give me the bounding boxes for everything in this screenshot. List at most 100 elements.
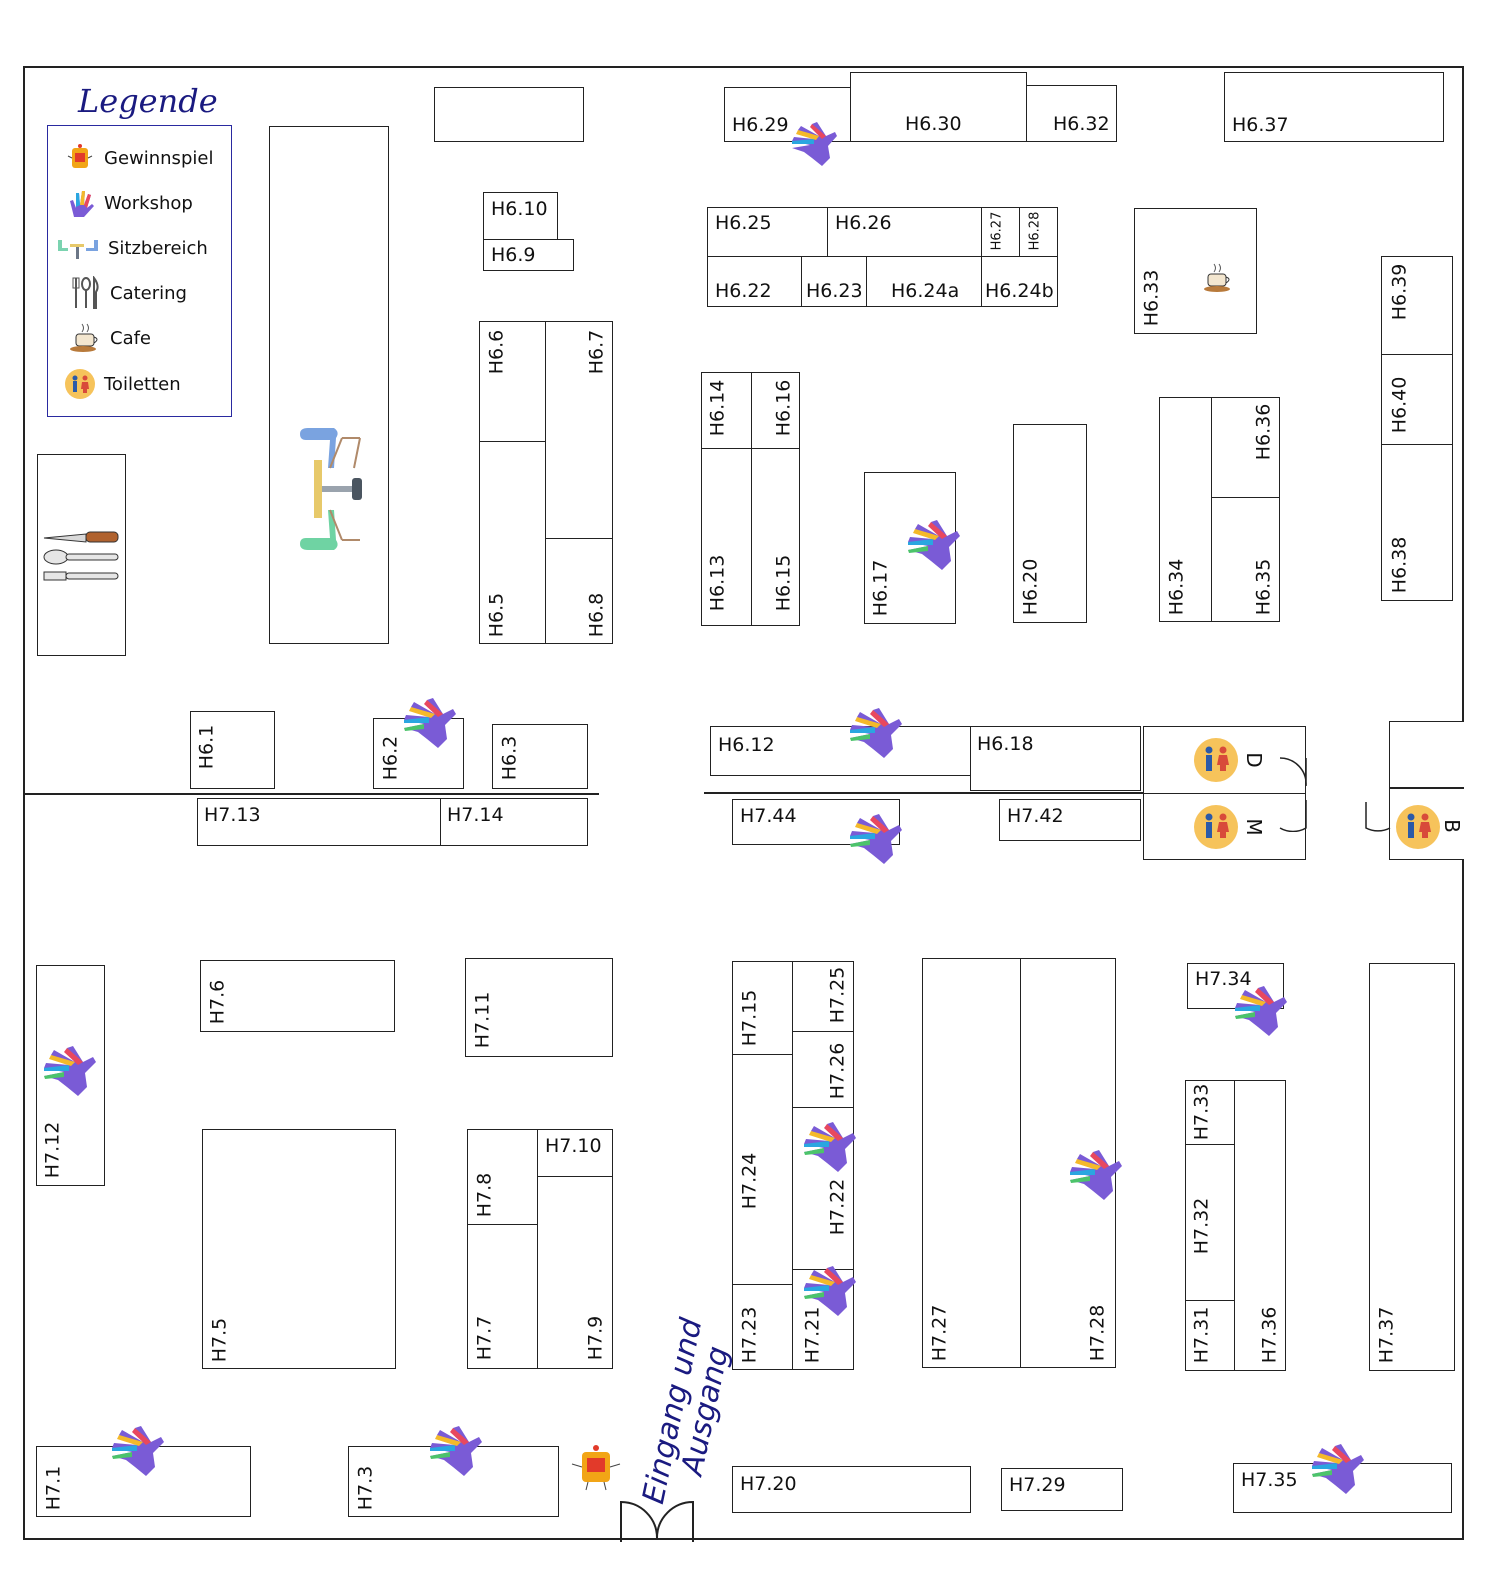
- booth-h7-6[interactable]: [200, 960, 395, 1032]
- workshop-hand-icon: [430, 1426, 482, 1476]
- booth-h7-10[interactable]: [537, 1129, 613, 1177]
- workshop-hand-icon: [1235, 986, 1287, 1036]
- booth-label-h7-31: H7.31: [1190, 1306, 1213, 1364]
- booth-h6-8[interactable]: [545, 538, 613, 644]
- booth-h6-18[interactable]: [970, 726, 1141, 791]
- booth-label-h7-33: H7.33: [1190, 1083, 1213, 1141]
- booth-label-h6-10: H6.10: [491, 198, 548, 220]
- booth-unlabeled-top[interactable]: [434, 87, 584, 142]
- booth-h6-35[interactable]: [1211, 497, 1280, 622]
- legend-label: Cafe: [110, 327, 152, 349]
- booth-h6-40[interactable]: [1381, 354, 1453, 445]
- toilet-d-label: D: [1242, 752, 1266, 768]
- legend-item-catering: Catering: [70, 276, 187, 310]
- legend-item-workshop: Workshop: [64, 186, 193, 220]
- booth-h7-36[interactable]: [1234, 1080, 1286, 1371]
- booth-h7-11[interactable]: [465, 958, 613, 1057]
- booth-label-h7-14: H7.14: [447, 804, 504, 826]
- entrance-door-icon[interactable]: [618, 1498, 696, 1542]
- booth-label-h6-39: H6.39: [1388, 263, 1411, 321]
- booth-h6-3[interactable]: [492, 724, 588, 789]
- booth-label-h6-5: H6.5: [485, 592, 508, 638]
- booth-h6-30[interactable]: [850, 72, 1027, 142]
- booth-label-h6-30: H6.30: [905, 113, 962, 135]
- booth-h6-10[interactable]: [483, 192, 558, 240]
- booth-label-h7-8: H7.8: [473, 1172, 496, 1218]
- booth-label-h7-10: H7.10: [545, 1135, 602, 1157]
- booth-h6-37[interactable]: [1224, 72, 1444, 142]
- booth-label-h7-12: H7.12: [41, 1121, 64, 1179]
- booth-h6-12[interactable]: [710, 726, 972, 776]
- booth-label-h7-36: H7.36: [1258, 1306, 1281, 1364]
- booth-h6-34[interactable]: [1159, 397, 1212, 622]
- booth-h6-33[interactable]: [1134, 208, 1257, 334]
- booth-h7-7[interactable]: [467, 1224, 538, 1369]
- booth-label-h7-25: H7.25: [826, 966, 849, 1024]
- booth-h6-23[interactable]: [801, 256, 867, 307]
- booth-label-h6-13: H6.13: [706, 554, 729, 612]
- booth-h7-42[interactable]: [999, 799, 1141, 841]
- booth-h6-1[interactable]: [190, 711, 275, 789]
- booth-h6-24b[interactable]: [981, 256, 1058, 307]
- booth-label-h7-44: H7.44: [740, 805, 797, 827]
- legend-item-sitzbereich: Sitzbereich: [56, 231, 208, 265]
- booth-h7-15[interactable]: [732, 961, 793, 1055]
- booth-h6-22[interactable]: [707, 256, 802, 307]
- legend-title: Legende: [78, 82, 218, 120]
- booth-label-h6-37: H6.37: [1232, 114, 1289, 136]
- seating-area[interactable]: [269, 126, 389, 644]
- booth-h7-23[interactable]: [732, 1284, 793, 1370]
- booth-h6-9[interactable]: [483, 239, 574, 271]
- booth-h6-26[interactable]: [827, 207, 982, 257]
- toilet-icon: [1194, 805, 1238, 849]
- toilet-icon: [1396, 805, 1440, 849]
- booth-h7-20[interactable]: [732, 1466, 971, 1513]
- booth-h6-38[interactable]: [1381, 444, 1453, 601]
- corridor-line-right: [704, 792, 1148, 794]
- booth-label-h7-35: H7.35: [1241, 1469, 1298, 1491]
- gewinnspiel-icon: [571, 1445, 621, 1491]
- booth-label-h7-29: H7.29: [1009, 1474, 1066, 1496]
- booth-h6-7[interactable]: [545, 321, 613, 539]
- booth-label-h6-18: H6.18: [977, 733, 1034, 755]
- booth-h7-5[interactable]: [202, 1129, 396, 1369]
- booth-label-h6-2: H6.2: [379, 735, 402, 781]
- legend-item-toiletten: Toiletten: [64, 367, 181, 401]
- booth-h7-29[interactable]: [1001, 1468, 1123, 1511]
- toilet-icon: [1194, 738, 1238, 782]
- booth-h7-25[interactable]: [792, 961, 854, 1032]
- booth-h7-13[interactable]: [197, 798, 441, 846]
- workshop-hand-icon: [44, 1046, 96, 1096]
- booth-h7-31[interactable]: [1185, 1300, 1235, 1371]
- workshop-hand-icon: [1070, 1150, 1122, 1200]
- booth-label-h6-7: H6.7: [585, 329, 608, 375]
- seating-icon: [58, 240, 98, 259]
- catering-cutlery-icon: [72, 276, 99, 309]
- booth-label-h6-35: H6.35: [1252, 558, 1275, 616]
- booth-label-h7-42: H7.42: [1007, 805, 1064, 827]
- booth-h6-15[interactable]: [751, 448, 800, 626]
- booth-h6-16[interactable]: [751, 372, 800, 449]
- catering-cutlery-icon: [43, 531, 119, 581]
- booth-h6-36[interactable]: [1211, 397, 1280, 498]
- booth-h6-32[interactable]: [1026, 85, 1117, 142]
- booth-label-h6-16: H6.16: [772, 379, 795, 437]
- booth-h6-27[interactable]: [981, 207, 1020, 257]
- booth-h7-33[interactable]: [1185, 1080, 1235, 1145]
- booth-label-h6-1: H6.1: [195, 724, 218, 770]
- booth-label-h7-32: H7.32: [1190, 1197, 1213, 1255]
- booth-h6-13[interactable]: [701, 448, 752, 626]
- corridor-line-left: [23, 793, 599, 795]
- booth-label-h7-20: H7.20: [740, 1473, 797, 1495]
- booth-label-h6-33: H6.33: [1140, 269, 1163, 327]
- toilet-b-label: B: [1440, 819, 1464, 833]
- workshop-hand-icon: [804, 1266, 856, 1316]
- workshop-hand-icon: [850, 708, 902, 758]
- booth-h7-24[interactable]: [732, 1054, 793, 1285]
- booth-h6-20[interactable]: [1013, 424, 1087, 623]
- booth-label-h7-1: H7.1: [42, 1465, 65, 1511]
- booth-h7-37[interactable]: [1369, 963, 1455, 1371]
- booth-h7-14[interactable]: [440, 798, 588, 846]
- booth-h7-9[interactable]: [537, 1176, 613, 1369]
- booth-label-h6-27: H6.27: [989, 211, 1005, 251]
